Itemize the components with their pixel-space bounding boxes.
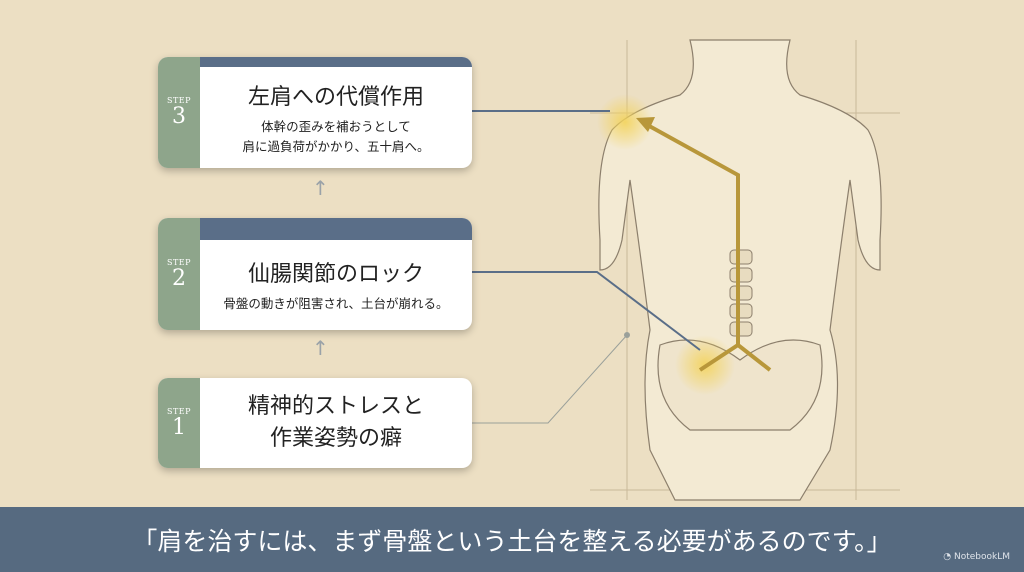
card-top-bar [200, 218, 472, 240]
connector-line-step1 [472, 334, 628, 424]
quote-text: 「肩を治すには、まず骨盤という土台を整える必要があるのです。」 [132, 526, 892, 556]
up-arrow-icon: ↑ [312, 336, 329, 360]
notebooklm-logo: ◔ NotebookLM [943, 552, 1010, 562]
quote-banner: 「肩を治すには、まず骨盤という土台を整える必要があるのです。」 ◔ Notebo… [0, 507, 1024, 572]
step-number: 3 [172, 104, 186, 129]
step-desc-line: 体幹の歪みを補おうとして [261, 118, 411, 134]
brand-text: NotebookLM [953, 552, 1010, 562]
step-label: STEP [166, 257, 192, 267]
arrowhead-icon [636, 117, 655, 132]
step-desc: 骨盤の動きが阻害され、土台が崩れる。 [223, 296, 449, 311]
step-label: STEP [166, 96, 192, 105]
shoulder-glow [597, 94, 653, 150]
step-title: 左肩への代償作用 [247, 84, 424, 110]
step-title: 仙腸関節のロック [247, 262, 424, 287]
up-arrow-icon: ↑ [312, 176, 329, 200]
connector-dot [624, 332, 630, 338]
step-label: STEP [166, 406, 192, 416]
step-number: 1 [172, 414, 186, 440]
card-top-bar [200, 57, 472, 67]
connector-lines [472, 110, 701, 351]
step-desc-line: 肩に過負荷がかかり、五十肩へ。 [242, 138, 430, 154]
compensation-path [641, 120, 772, 372]
spine [729, 249, 753, 337]
step-title-line: 精神的ストレスと [247, 394, 424, 419]
step-number: 2 [172, 265, 186, 291]
step-title-line: 作業姿勢の癖 [269, 426, 402, 451]
